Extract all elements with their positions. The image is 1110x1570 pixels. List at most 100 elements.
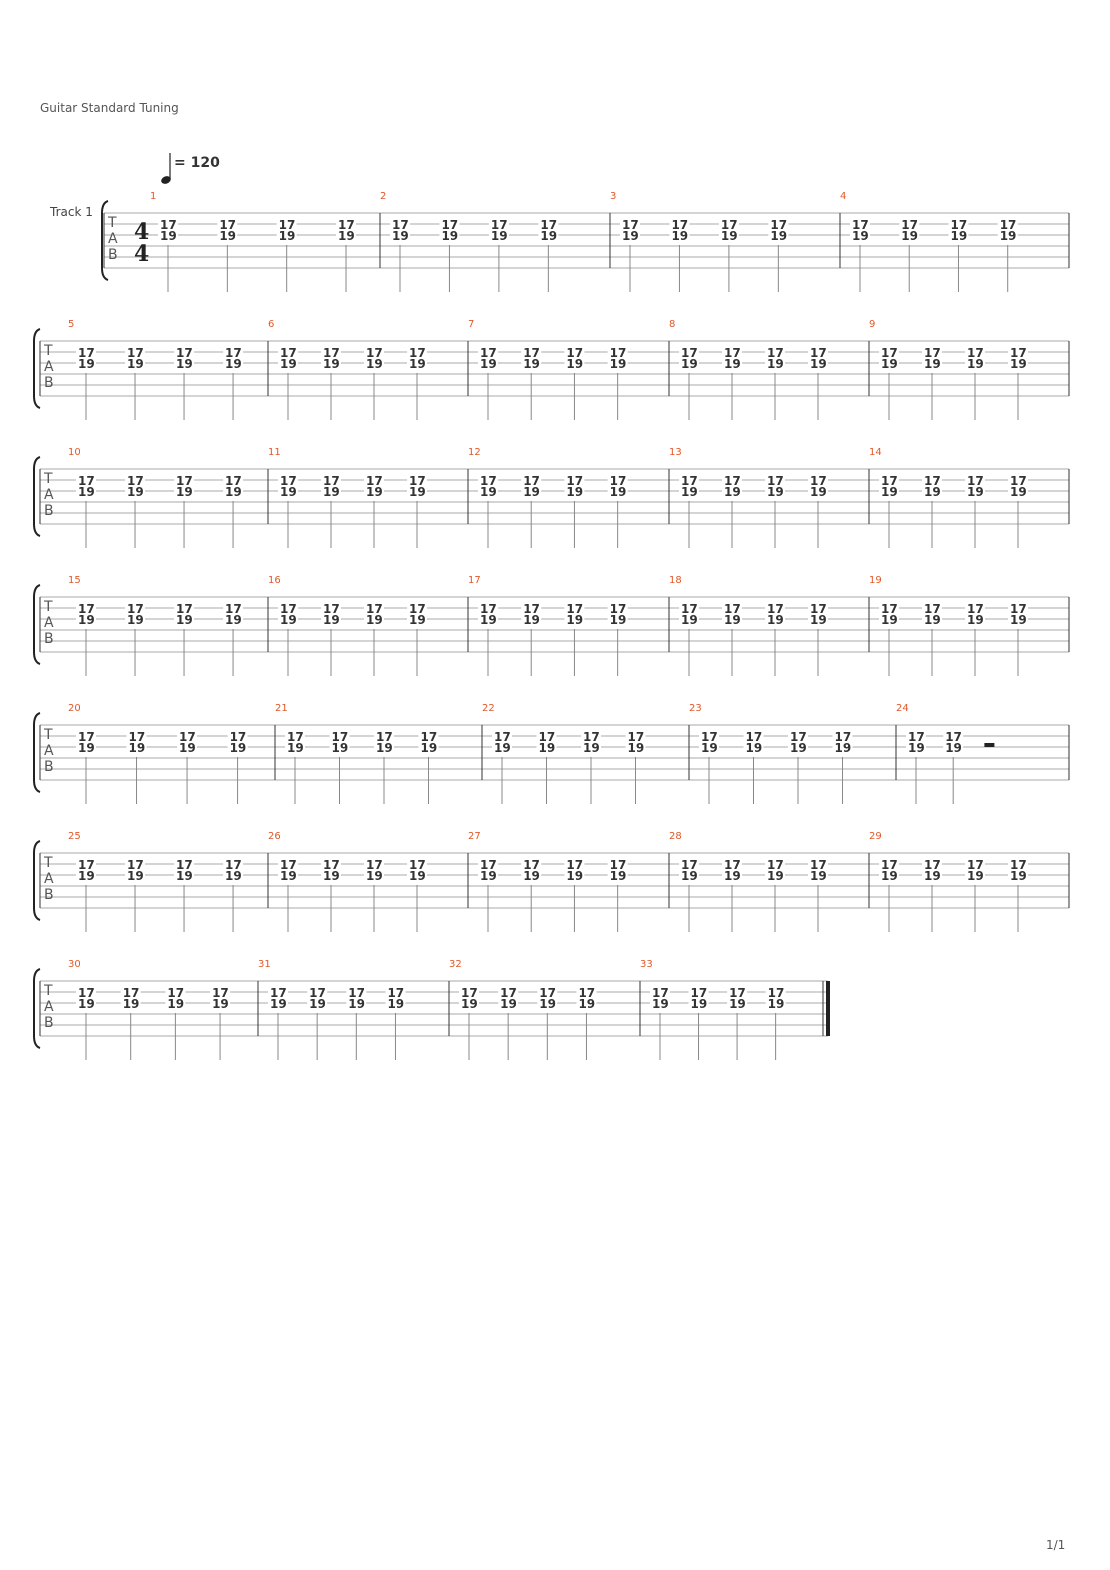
- measure-number: 20: [68, 703, 81, 714]
- fret-number-upper: 17: [421, 730, 438, 744]
- fret-number-upper: 17: [810, 602, 827, 616]
- chord-background: [620, 219, 640, 245]
- fret-number-upper: 17: [230, 730, 247, 744]
- fret-number-lower: 19: [176, 869, 193, 883]
- fret-number-upper: 17: [366, 602, 383, 616]
- fret-number-lower: 19: [366, 869, 383, 883]
- fret-number-lower: 19: [287, 741, 304, 755]
- fret-number-lower: 19: [179, 741, 196, 755]
- measure-number: 9: [869, 319, 875, 330]
- fret-number-upper: 17: [967, 474, 984, 488]
- chord-background: [718, 219, 739, 245]
- fret-number-lower: 19: [176, 357, 193, 371]
- tab-clef-letter: B: [44, 631, 54, 647]
- chord-background: [538, 219, 559, 245]
- fret-number-upper: 17: [78, 858, 95, 872]
- fret-number-upper: 17: [967, 602, 984, 616]
- chord-background: [906, 731, 926, 757]
- fret-number-upper: 17: [348, 986, 365, 1000]
- fret-number-upper: 17: [967, 858, 984, 872]
- chord-background: [126, 731, 147, 757]
- fret-number-lower: 19: [392, 229, 409, 243]
- fret-number-upper: 17: [500, 986, 517, 1000]
- chord-background: [76, 731, 96, 757]
- quarter-note-icon: [161, 153, 171, 184]
- fret-number-lower: 19: [323, 357, 340, 371]
- fret-number-lower: 19: [127, 613, 144, 627]
- fret-number-lower: 19: [790, 741, 807, 755]
- track-name: Track 1: [50, 205, 93, 219]
- fret-number-upper: 17: [127, 474, 144, 488]
- chord-background: [174, 347, 195, 373]
- chord-background: [607, 475, 628, 501]
- measure-number: 4: [840, 191, 846, 202]
- fret-number-upper: 17: [901, 218, 918, 232]
- fret-number-upper: 17: [835, 730, 852, 744]
- fret-number-upper: 17: [770, 218, 787, 232]
- chord-background: [125, 347, 146, 373]
- fret-number-upper: 17: [480, 602, 497, 616]
- system-bracket: [33, 712, 41, 793]
- fret-number-lower: 19: [852, 229, 869, 243]
- chord-background: [177, 731, 198, 757]
- measure-number: 30: [68, 959, 81, 970]
- measure-number: 10: [68, 447, 81, 458]
- chord-background: [407, 859, 427, 885]
- fret-number-lower: 19: [461, 997, 478, 1011]
- tab-clef-letter: T: [107, 215, 117, 231]
- chord-background: [321, 859, 341, 885]
- fret-number-lower: 19: [729, 997, 746, 1011]
- chord-background: [765, 859, 785, 885]
- chord-background: [679, 347, 699, 373]
- fret-number-upper: 17: [167, 986, 184, 1000]
- fret-number-lower: 19: [78, 869, 95, 883]
- fret-number-lower: 19: [78, 485, 95, 499]
- fret-number-upper: 17: [280, 346, 297, 360]
- chord-background: [336, 219, 357, 245]
- chord-background: [492, 731, 512, 757]
- fret-number-upper: 17: [881, 346, 898, 360]
- fret-number-lower: 19: [950, 229, 967, 243]
- chord-background: [536, 731, 557, 757]
- fret-number-upper: 17: [610, 474, 627, 488]
- tab-system-svg: TAB3017191719171917193117191719171917193…: [33, 959, 830, 1060]
- chord-background: [307, 987, 328, 1013]
- tab-clef-letter: T: [43, 471, 53, 487]
- chord-background: [765, 987, 786, 1013]
- fret-number-upper: 17: [523, 858, 540, 872]
- chord-background: [418, 731, 439, 757]
- chord-background: [223, 475, 244, 501]
- fret-number-upper: 17: [681, 602, 698, 616]
- fret-number-upper: 17: [78, 730, 95, 744]
- fret-number-upper: 17: [225, 858, 242, 872]
- chord-background: [120, 987, 141, 1013]
- chord-background: [564, 475, 585, 501]
- chord-background: [76, 475, 96, 501]
- chord-background: [498, 987, 519, 1013]
- fret-number-lower: 19: [566, 485, 583, 499]
- fret-number-upper: 17: [652, 986, 669, 1000]
- fret-number-lower: 19: [225, 485, 242, 499]
- fret-number-lower: 19: [366, 613, 383, 627]
- chord-background: [607, 603, 628, 629]
- chord-background: [922, 347, 942, 373]
- measure-number: 21: [275, 703, 288, 714]
